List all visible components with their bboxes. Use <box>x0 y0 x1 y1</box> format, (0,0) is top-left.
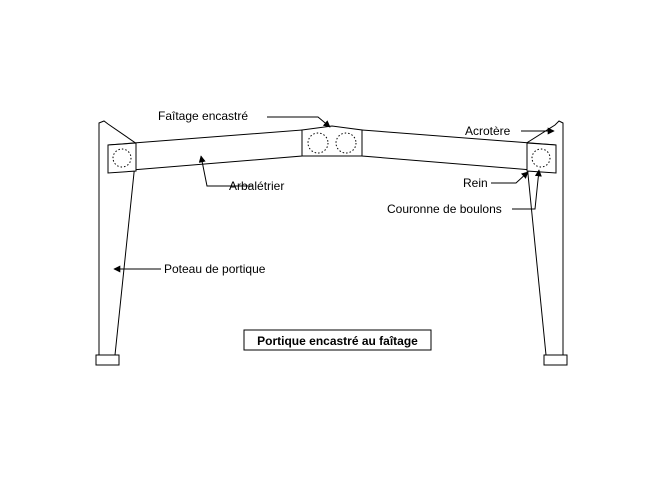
caption-frame <box>243 329 432 351</box>
arbaletrier-leader-arrow <box>198 155 253 187</box>
ridge-bolt-circle-left <box>307 132 329 154</box>
label-couronne-de-boulons: Couronne de boulons <box>387 202 502 216</box>
label-rein: Rein <box>463 176 488 190</box>
left-rafter <box>107 129 303 173</box>
caption-title: Portique encastré au faîtage <box>257 334 418 348</box>
bolt-circles <box>112 132 551 168</box>
label-poteau-de-portique: Poteau de portique <box>164 262 266 276</box>
label-acrotere: Acrotère <box>465 124 511 138</box>
couronne-leader-arrow <box>512 169 542 210</box>
label-arbaletrier: Arbalétrier <box>229 179 284 193</box>
right-column-base-plate <box>543 354 568 366</box>
ridge-bolt-circle-right <box>335 132 357 154</box>
caption-box: Portique encastré au faîtage <box>243 329 432 351</box>
left-haunch-bolt-circle <box>112 148 132 168</box>
left-column-base-plate <box>95 354 120 366</box>
right-haunch-connection <box>526 142 557 174</box>
right-haunch-bolt-circle <box>531 148 551 168</box>
leader-lines <box>113 116 555 273</box>
ridge-connection <box>301 125 363 157</box>
label-faitage-encastre: Faîtage encastré <box>158 109 248 123</box>
left-haunch-connection <box>107 142 137 174</box>
faitage-leader-arrow <box>267 116 331 128</box>
rein-leader-arrow <box>491 171 529 184</box>
